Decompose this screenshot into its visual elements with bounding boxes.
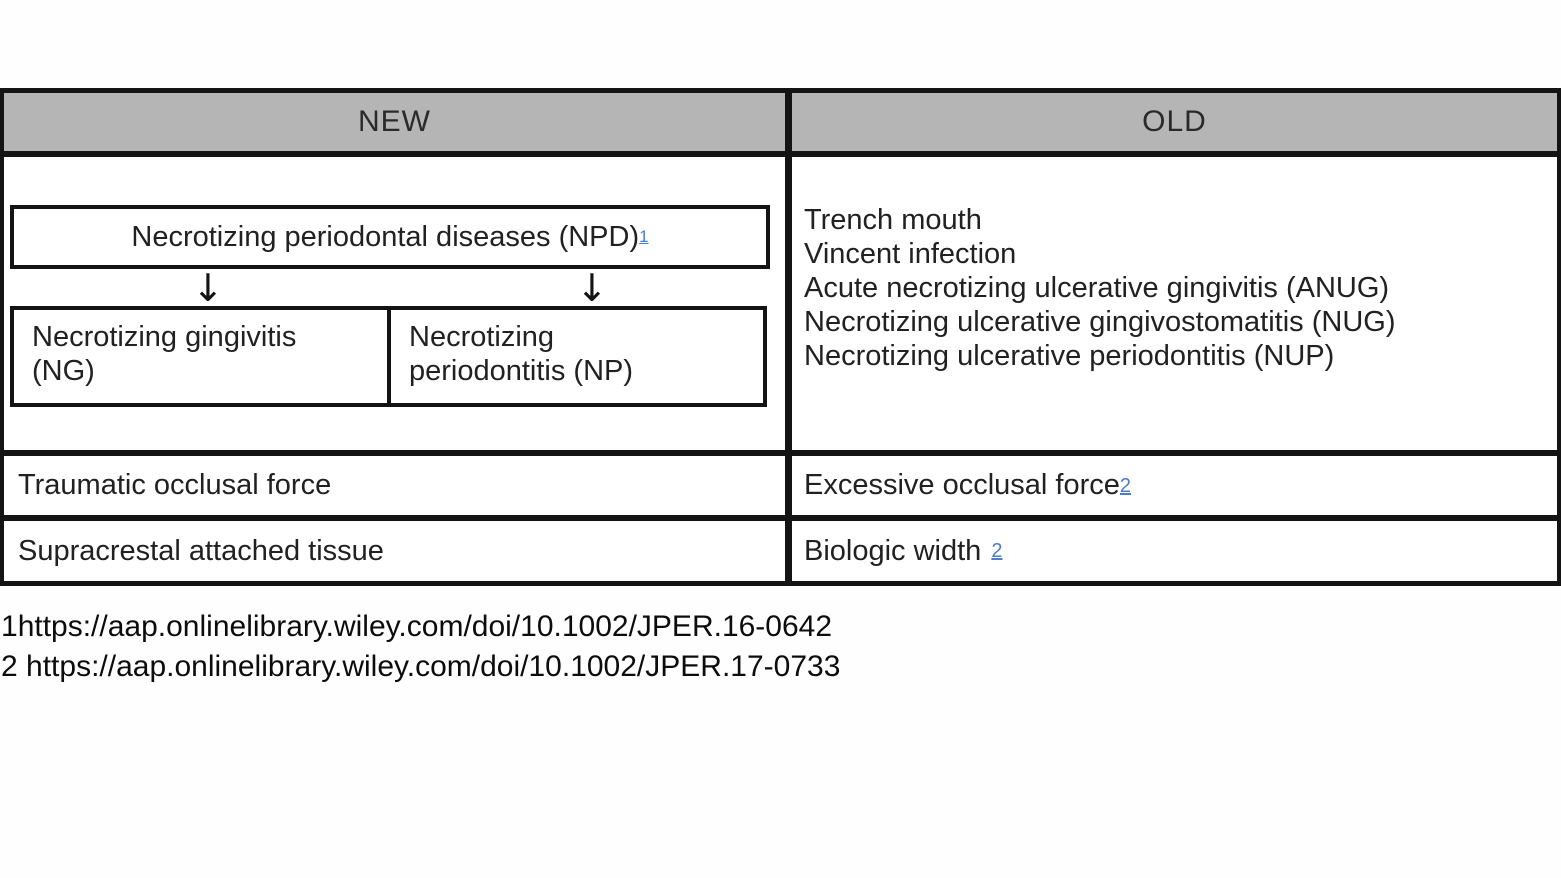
table-row: Traumatic occlusal force Excessive occlu… xyxy=(4,456,1557,521)
list-item: Acute necrotizing ulcerative gingivitis … xyxy=(804,272,1390,304)
new-term-cell: Supracrestal attached tissue xyxy=(4,521,792,581)
reference-marker: 2 xyxy=(1,650,27,683)
table-row: Supracrestal attached tissue Biologic wi… xyxy=(4,521,1557,581)
ng-box-line1: Necrotizing gingivitis xyxy=(32,321,297,353)
list-item: Necrotizing ulcerative gingivostomatitis… xyxy=(804,306,1396,338)
column-header-new-label: NEW xyxy=(358,105,431,138)
old-term-label: Excessive occlusal force xyxy=(804,469,1120,501)
ng-box: Necrotizing gingivitis (NG) xyxy=(10,306,391,407)
table-row: Necrotizing periodontal diseases (NPD)1 … xyxy=(4,157,1557,456)
new-term-label: Traumatic occlusal force xyxy=(18,469,332,501)
reference-url: https://aap.onlinelibrary.wiley.com/doi/… xyxy=(26,650,841,683)
down-arrow-icon: ↓ xyxy=(192,266,224,310)
list-item: Trench mouth xyxy=(804,204,982,236)
table-header-row: NEW OLD xyxy=(4,93,1557,157)
ng-box-line2: (NG) xyxy=(32,355,95,387)
reference-url: https://aap.onlinelibrary.wiley.com/doi/… xyxy=(17,610,833,643)
np-box-line2: periodontitis (NP) xyxy=(409,355,634,387)
references-block: 1https://aap.onlinelibrary.wiley.com/doi… xyxy=(1,607,840,687)
down-arrow-icon: ↓ xyxy=(576,266,608,310)
old-terms-list: Trench mouth Vincent infection Acute nec… xyxy=(792,157,1557,373)
np-box: Necrotizing periodontitis (NP) xyxy=(387,306,767,407)
old-terms-cell: Trench mouth Vincent infection Acute nec… xyxy=(792,157,1557,450)
reference-line: 1https://aap.onlinelibrary.wiley.com/doi… xyxy=(1,607,840,647)
old-term-label: Biologic width xyxy=(804,534,982,567)
column-header-new: NEW xyxy=(4,93,792,151)
list-item: Vincent infection xyxy=(804,238,1017,270)
list-item: Necrotizing ulcerative periodontitis (NU… xyxy=(804,340,1335,372)
column-header-old-label: OLD xyxy=(1142,105,1207,138)
npd-flowchart-cell: Necrotizing periodontal diseases (NPD)1 … xyxy=(4,157,792,450)
npd-parent-box: Necrotizing periodontal diseases (NPD)1 xyxy=(10,205,770,269)
np-box-line1: Necrotizing xyxy=(409,321,555,353)
reference-line: 2 https://aap.onlinelibrary.wiley.com/do… xyxy=(1,647,840,687)
terminology-table: NEW OLD Necrotizing periodontal diseases… xyxy=(0,88,1561,586)
new-term-label: Supracrestal attached tissue xyxy=(18,534,384,567)
new-term-cell: Traumatic occlusal force xyxy=(4,456,792,515)
npd-parent-label: Necrotizing periodontal diseases (NPD) xyxy=(131,220,640,253)
reference-marker: 1 xyxy=(1,610,18,643)
column-header-old: OLD xyxy=(792,93,1557,151)
